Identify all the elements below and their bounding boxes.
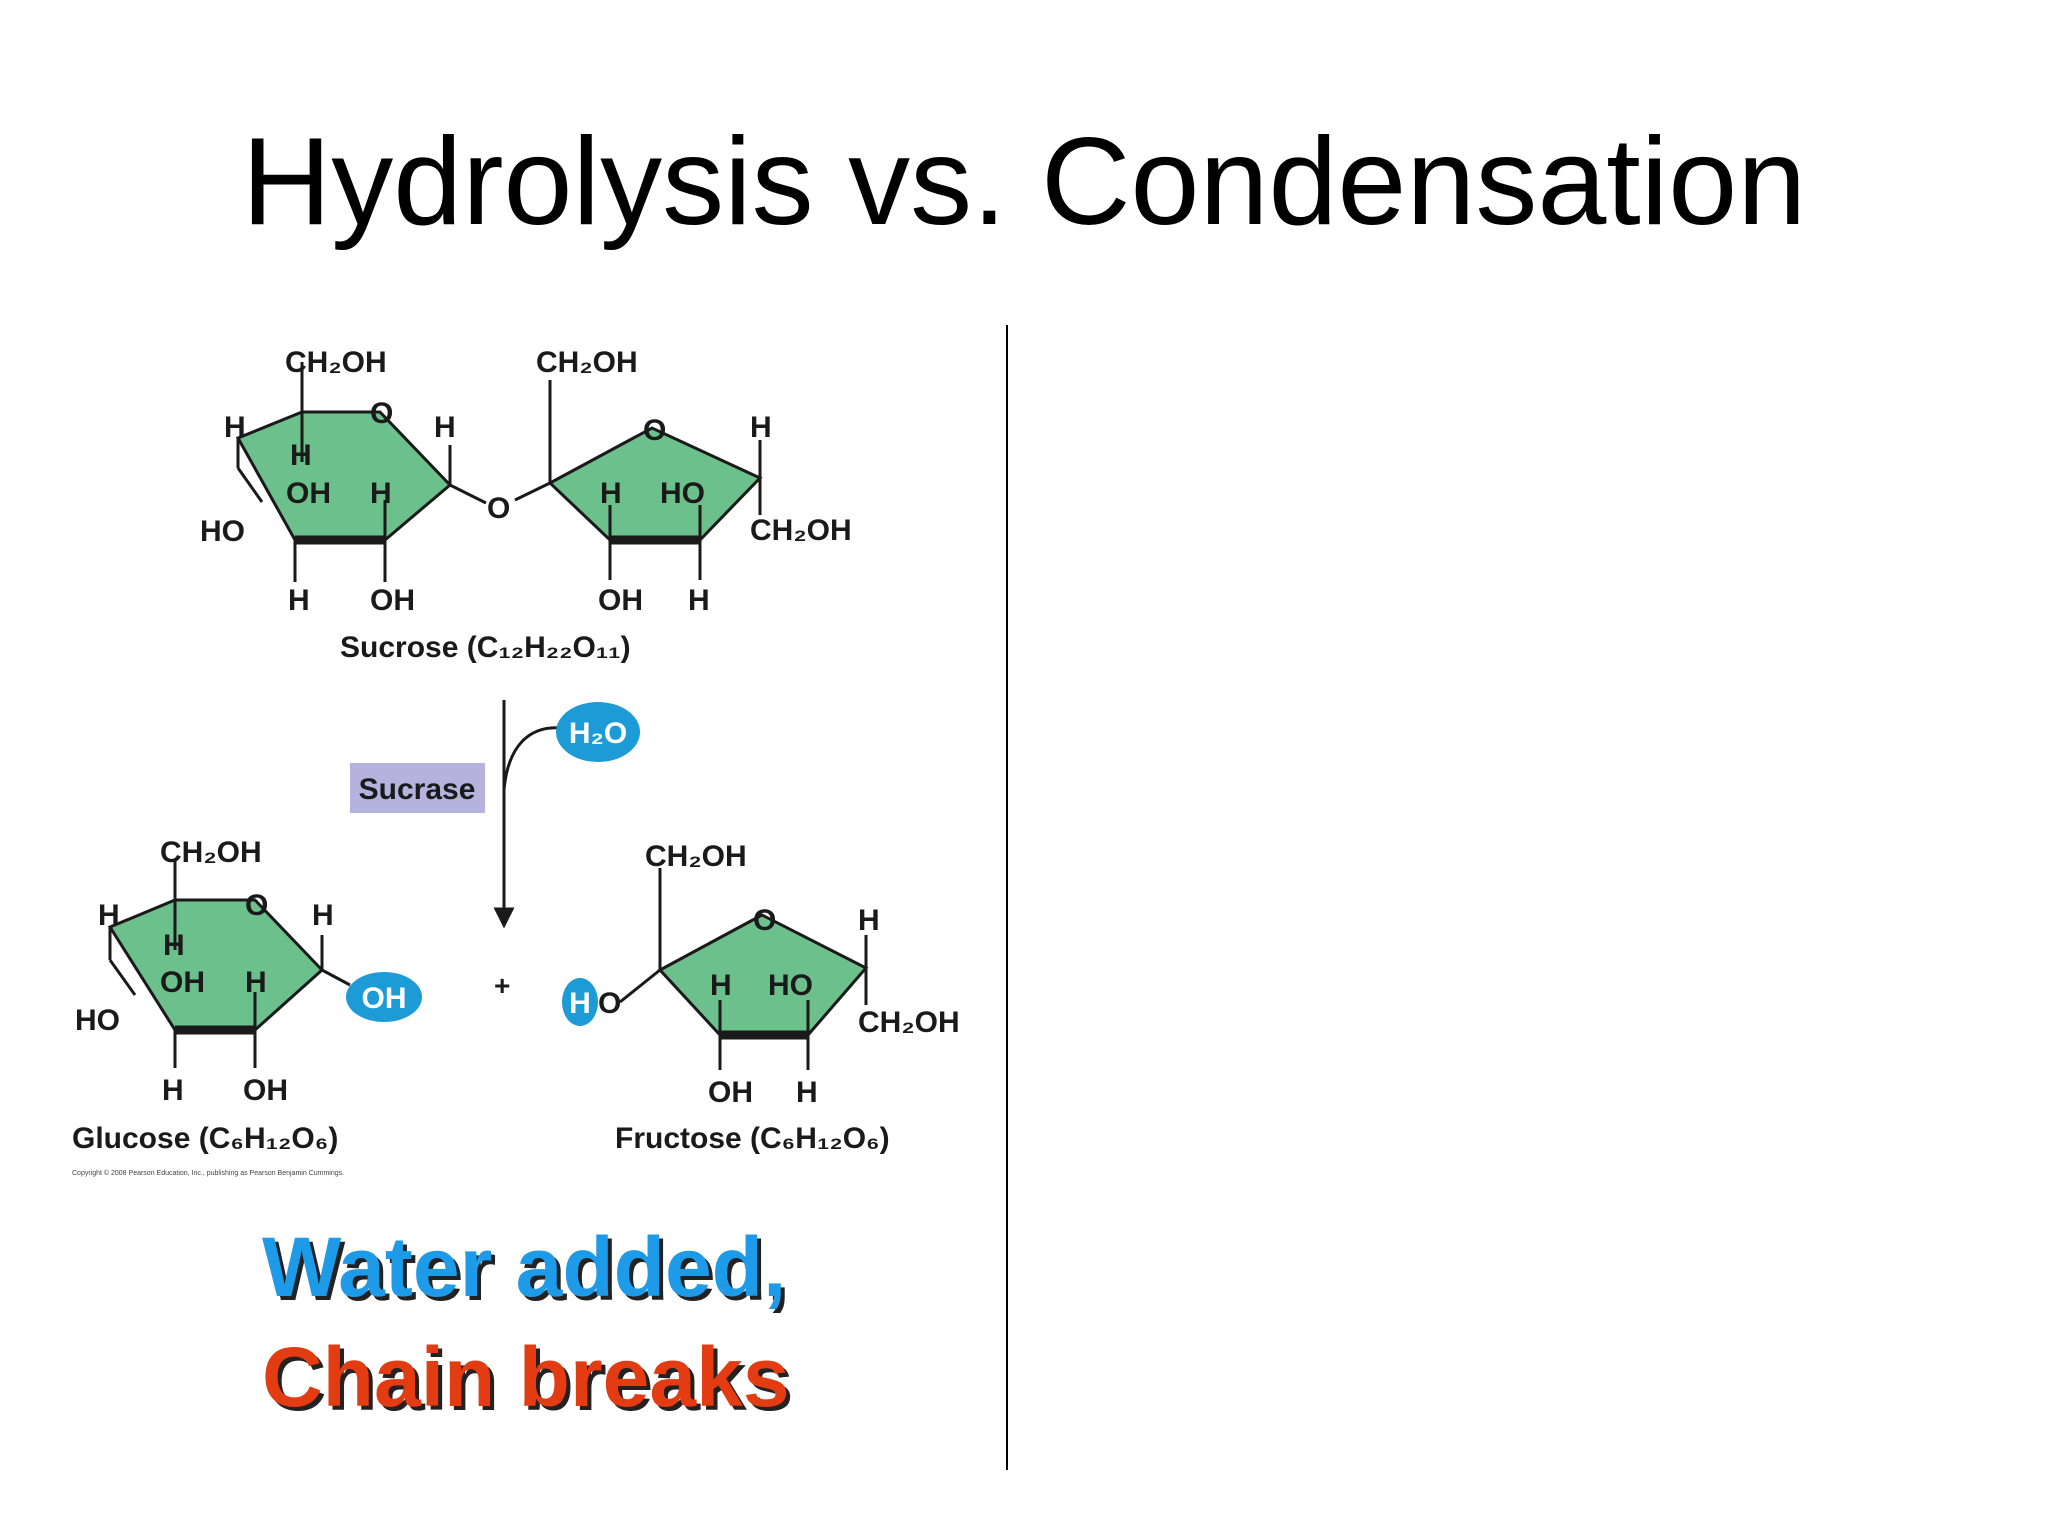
sucrose-glc-oh-bottom: OH xyxy=(370,584,415,617)
glucose-oh-badge xyxy=(346,972,422,1022)
fructose-molecule: H O CH₂OH O H H HO CH₂OH OH H Fructose (… xyxy=(562,840,960,1155)
hydrolysis-diagram: CH₂OH H O H H OH H HO H OH O CH₂OH O H H… xyxy=(72,346,960,1177)
sucrose-fru-ch2oh-top: CH₂OH xyxy=(536,346,638,379)
caption-water-added: Water added, xyxy=(262,1220,787,1314)
glucose-ch2oh: CH₂OH xyxy=(160,836,262,869)
sucrose-glc-h-inner: H xyxy=(290,439,312,472)
glucose-ring xyxy=(107,898,325,1032)
glucose-h-right: H xyxy=(312,899,334,932)
sucrose-glc-h-inner2: H xyxy=(370,477,392,510)
water-entry-curve xyxy=(502,726,563,791)
sucrose-fru-h-inner: H xyxy=(600,477,622,510)
fructose-h-right: H xyxy=(858,904,880,937)
fructose-ring xyxy=(657,913,869,1037)
sucrose-fru-oh-bottom: OH xyxy=(598,584,643,617)
glucose-oh-inner: OH xyxy=(160,966,205,999)
fructose-h-badge xyxy=(562,978,598,1026)
reaction-arrow-group: H₂O Sucrase xyxy=(350,700,640,929)
enzyme-box xyxy=(350,763,485,813)
glucose-h-inner: H xyxy=(163,929,185,962)
caption-chain-breaks: Chain breaks xyxy=(262,1330,790,1424)
fructose-ch2oh-top: CH₂OH xyxy=(645,840,747,873)
fructose-ho-inner: HO xyxy=(768,969,813,1002)
column-divider xyxy=(1006,325,1008,1470)
water-badge xyxy=(556,702,640,762)
sucrose-glc-ring-o: O xyxy=(370,397,393,430)
glucose-oh-released: OH xyxy=(362,982,407,1015)
fructose-h-inner: H xyxy=(710,969,732,1002)
sucrose-fru-ch2oh-right: CH₂OH xyxy=(750,514,852,547)
fructose-o-released: O xyxy=(598,987,621,1020)
glucose-ring-o: O xyxy=(245,889,268,922)
fructose-name: Fructose (C₆H₁₂O₆) xyxy=(615,1122,890,1155)
glucose-oh-bottom: OH xyxy=(243,1074,288,1107)
sucrose-fru-h-right: H xyxy=(750,411,772,444)
sucrose-bridge-o: O xyxy=(487,492,510,525)
glucose-name: Glucose (C₆H₁₂O₆) xyxy=(72,1122,338,1155)
fructose-ring-o: O xyxy=(753,904,776,937)
sucrose-glc-h-right: H xyxy=(434,411,456,444)
sucrose-glc-ho: HO xyxy=(200,515,245,548)
slide-title: Hydrolysis vs. Condensation xyxy=(241,113,1807,251)
sucrose-glc-h-bottom: H xyxy=(288,584,310,617)
plus-sign: + xyxy=(494,970,510,1001)
glucose-h-inner2: H xyxy=(245,966,267,999)
sucrose-fructose-ring xyxy=(547,426,763,542)
sucrose-glucose-ring xyxy=(235,410,453,542)
sucrose-fru-h-bottom: H xyxy=(688,584,710,617)
fructose-h-released: H xyxy=(569,987,591,1020)
water-label: H₂O xyxy=(569,717,627,750)
glucose-molecule: CH₂OH H O H H OH H HO OH H OH Glucose (C… xyxy=(72,836,422,1155)
fructose-ch2oh-right: CH₂OH xyxy=(858,1006,960,1039)
sucrose-glc-h-left: H xyxy=(224,411,246,444)
copyright-notice: Copyright © 2008 Pearson Education, Inc.… xyxy=(72,1169,344,1177)
glucose-ho: HO xyxy=(75,1004,120,1037)
fructose-h-bottom: H xyxy=(796,1076,818,1109)
glucose-h-left: H xyxy=(98,899,120,932)
glucose-h-bottom: H xyxy=(162,1074,184,1107)
sucrose-glc-ch2oh: CH₂OH xyxy=(285,346,387,379)
sucrose-glc-oh-inner: OH xyxy=(286,477,331,510)
sucrose-fru-ho-inner: HO xyxy=(660,477,705,510)
enzyme-label: Sucrase xyxy=(359,773,476,806)
sucrose-name: Sucrose (C₁₂H₂₂O₁₁) xyxy=(340,631,631,664)
sucrose-molecule: CH₂OH H O H H OH H HO H OH O CH₂OH O H H… xyxy=(200,346,852,664)
fructose-oh-bottom: OH xyxy=(708,1076,753,1109)
sucrose-fru-ring-o: O xyxy=(643,414,666,447)
